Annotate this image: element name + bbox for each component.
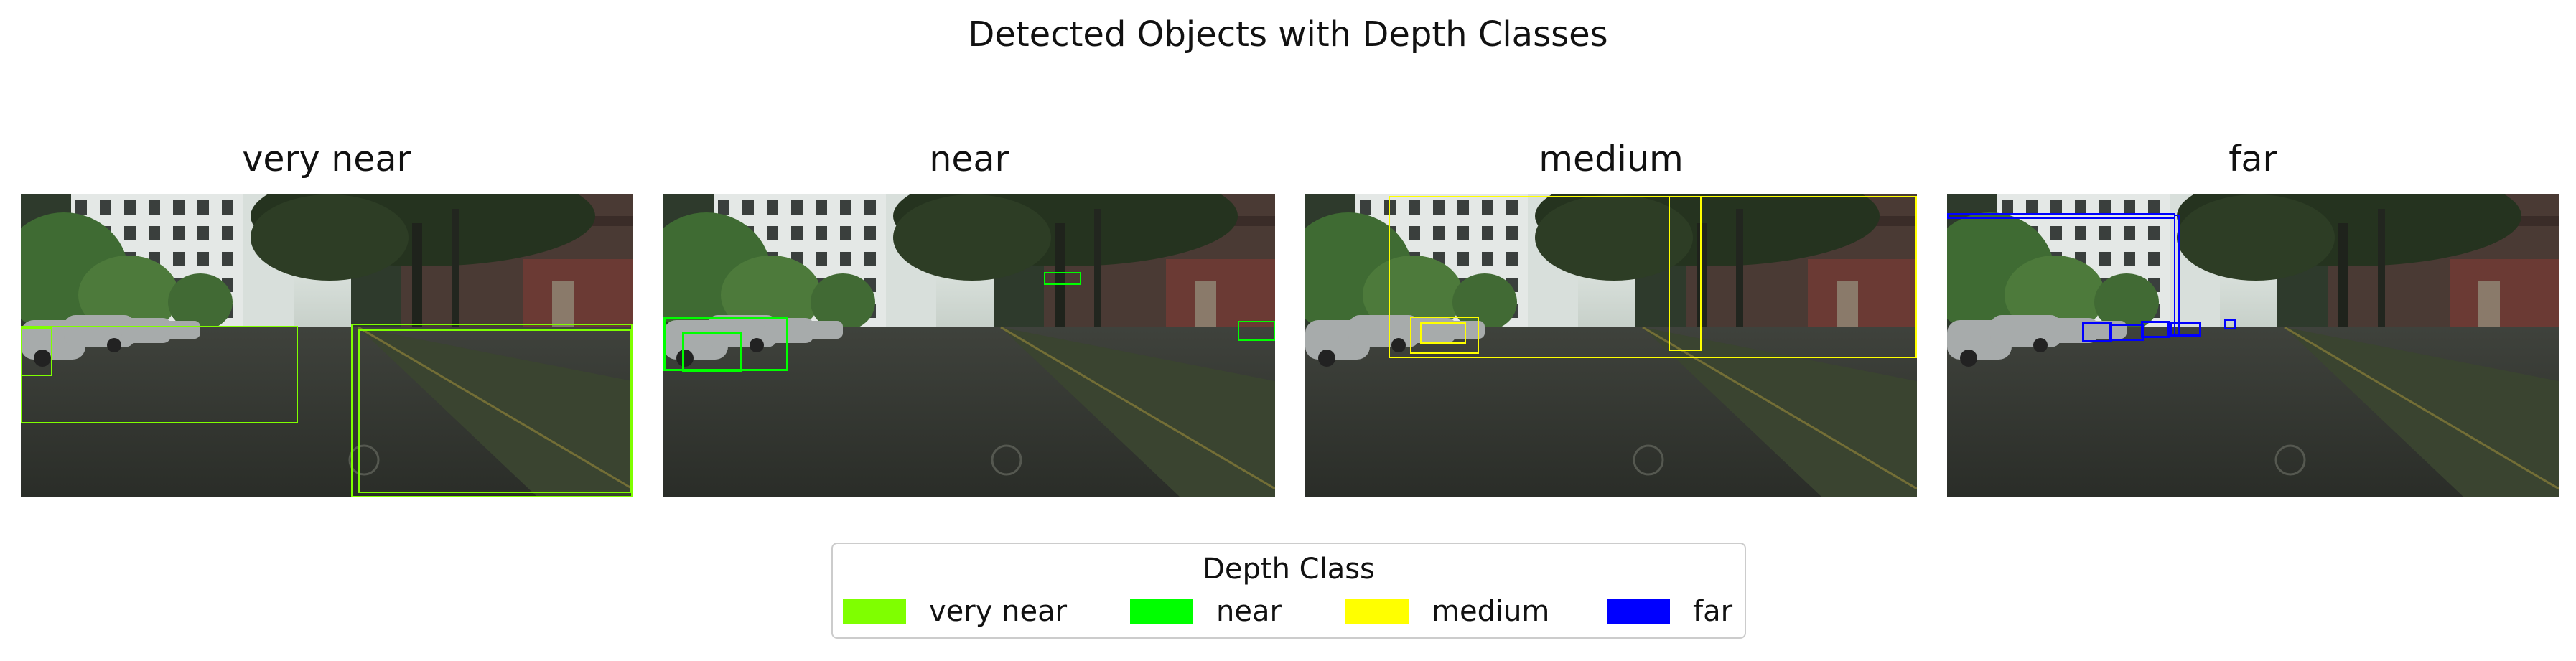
legend-swatch (843, 599, 906, 624)
legend-swatch (1130, 599, 1193, 624)
panel-title: medium (1539, 139, 1684, 179)
panel-title: far (2229, 139, 2277, 179)
bounding-box (1389, 196, 1917, 358)
legend-swatch (1345, 599, 1409, 624)
bounding-box (1420, 322, 1466, 344)
bounding-box (682, 332, 742, 372)
legend-item-near: near (1130, 594, 1282, 629)
bounding-box (21, 326, 298, 423)
bounding-box (2109, 324, 2144, 341)
legend-item-medium: medium (1345, 594, 1549, 629)
bounding-box (1238, 321, 1275, 341)
legend-label: far (1693, 595, 1733, 628)
legend-swatch (1607, 599, 1670, 624)
street-image (21, 194, 633, 497)
bounding-box (351, 324, 633, 497)
bounding-box (1669, 196, 1702, 351)
bounding-box (21, 327, 52, 376)
legend-item-very-near: very near (843, 594, 1067, 629)
street-image (1305, 194, 1917, 497)
legend-label: near (1216, 595, 1282, 628)
bounding-box (2082, 322, 2112, 342)
bounding-box (1044, 272, 1081, 285)
legend-label: very near (929, 595, 1068, 628)
bounding-box (358, 329, 631, 493)
figure-title: Detected Objects with Depth Classes (968, 14, 1608, 55)
bounding-box (2174, 215, 2180, 337)
bounding-box (2224, 319, 2236, 329)
panel-title: near (929, 139, 1009, 179)
bounding-box (1410, 317, 1479, 354)
street-image (1947, 194, 2559, 497)
legend-item-far: far (1607, 594, 1732, 629)
legend-title: Depth Class (1203, 553, 1375, 586)
street-image (663, 194, 1275, 497)
bounding-box (2170, 322, 2201, 337)
bounding-box (2141, 321, 2170, 338)
legend-label: medium (1432, 595, 1550, 628)
panel-title: very near (242, 139, 411, 179)
bounding-box (1947, 213, 2175, 219)
bounding-box (663, 317, 788, 371)
legend: Depth Class very near near medium far (831, 543, 1746, 639)
